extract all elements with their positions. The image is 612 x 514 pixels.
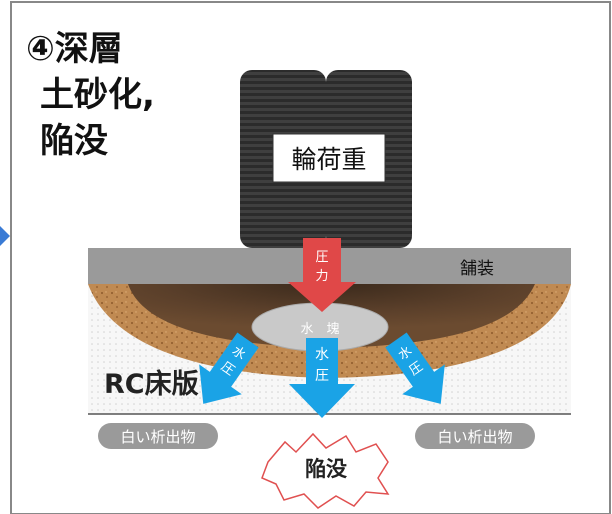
deposit-right-pill [415,423,535,449]
water-pressure-center-label-1: 水 [315,347,329,363]
rc-slab-label: RC床版 [104,368,199,400]
image-frame [10,1,611,514]
pavement-label: 舗装 [460,259,494,279]
deposit-right-label: 白い析出物 [437,428,512,446]
page-heading: ④深層 土砂化, 陥没 [26,26,155,164]
collapse-label: 陥没 [305,457,348,481]
heading-line-3: 陥没 [40,121,108,161]
heading-line-2: 土砂化, [40,75,155,115]
pressure-arrow [288,238,356,312]
pressure-label-1: 圧 [315,250,328,265]
deposit-left-label: 白い析出物 [120,428,195,446]
wheel-load-box [272,133,386,183]
pressure-label-2: 力 [315,269,328,284]
heading-line-1: ④深層 [26,29,123,69]
collapse-burst [261,432,390,509]
wheel-load-label: 輪荷重 [291,145,366,174]
water-pressure-arrow-left: 水 圧 [199,332,259,404]
water-mass-label: 水 塊 [300,321,339,337]
water-pressure-center-label-2: 圧 [315,368,329,384]
deposit-left-pill [98,423,218,449]
chevron-right-icon [0,226,10,246]
water-pressure-arrow-right: 水 圧 [385,332,445,404]
water-pressure-arrow-center: 水 圧 [289,338,355,418]
